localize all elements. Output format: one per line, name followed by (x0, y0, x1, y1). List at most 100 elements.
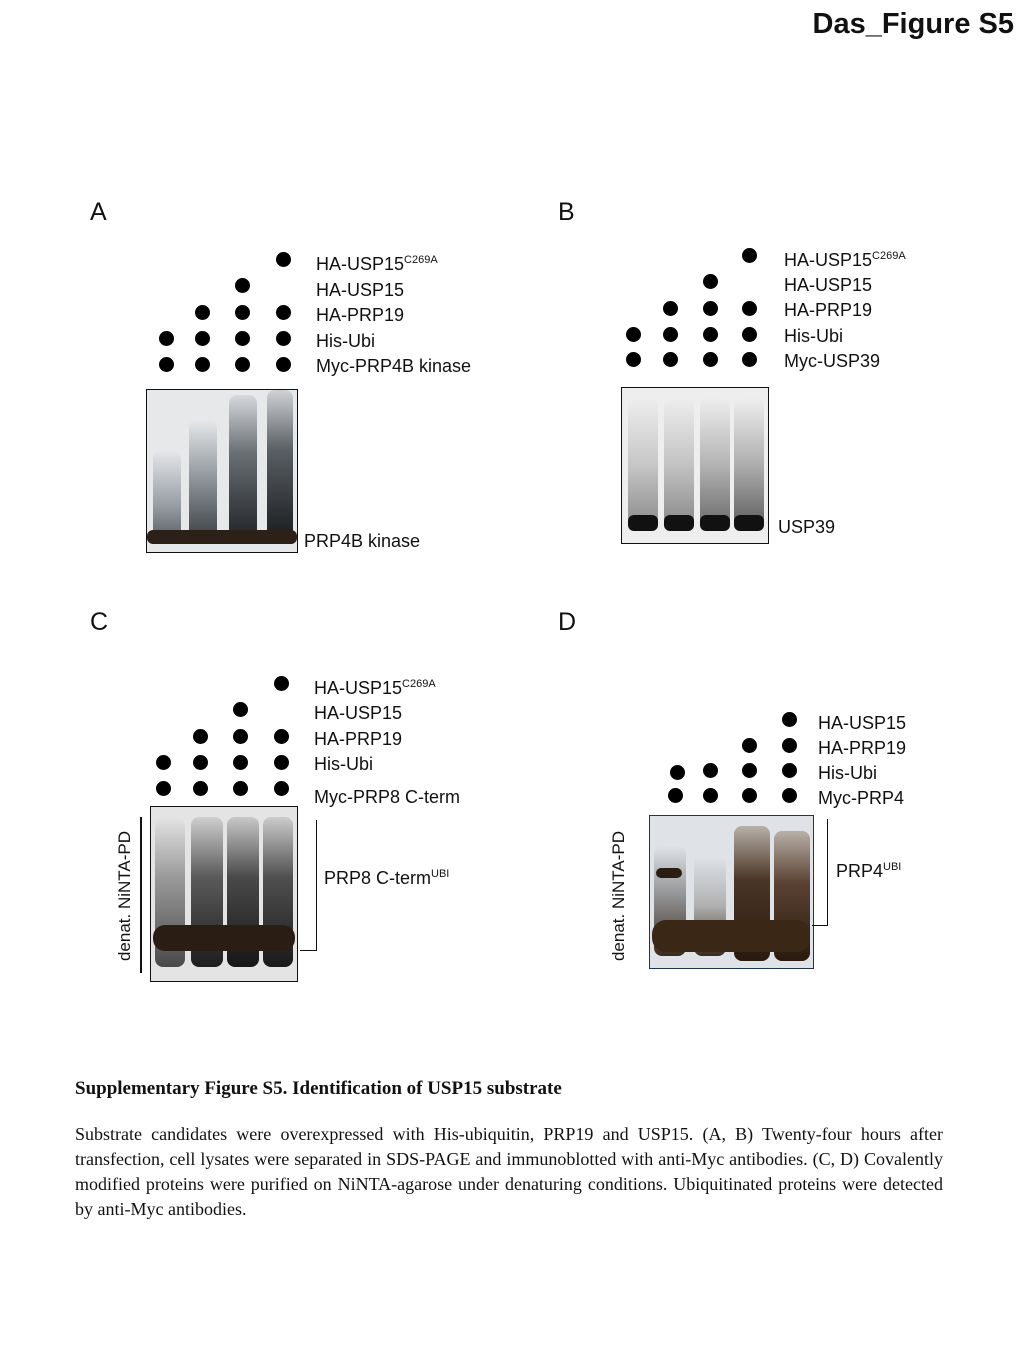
band-label: PRP4UBI (836, 861, 902, 881)
side-label: denat. NiNTA-PD (115, 830, 134, 962)
side-bracket-line (140, 817, 142, 973)
row-label: HA-PRP19 (314, 729, 403, 749)
dot (668, 788, 683, 803)
dot (782, 738, 797, 753)
row-label: His-Ubi (314, 754, 374, 774)
figure-title: Das_Figure S5 (812, 8, 1014, 40)
dot (703, 327, 718, 342)
row-label: His-Ubi (784, 326, 844, 346)
dot (233, 755, 248, 770)
panel-a-label: A (90, 198, 107, 226)
dot (742, 763, 757, 778)
western-blot-image (649, 815, 814, 969)
band-label: PRP8 C-termUBI (324, 868, 450, 888)
dot (742, 352, 757, 367)
row-label: HA-USP15 (784, 275, 873, 295)
blot-band (656, 868, 682, 878)
caption-title: Supplementary Figure S5. Identification … (75, 1078, 562, 1099)
band-bracket (300, 820, 317, 951)
row-label: His-Ubi (818, 763, 878, 783)
lane-smear (734, 398, 764, 528)
western-blot-image (146, 389, 298, 553)
band-bracket (812, 819, 828, 926)
dot (276, 357, 291, 372)
dot (703, 352, 718, 367)
panel-b-label: B (558, 198, 575, 226)
dot (195, 357, 210, 372)
dot (193, 755, 208, 770)
row-label: HA-USP15 (818, 713, 907, 733)
row-label: HA-USP15C269A (784, 250, 906, 270)
row-label: HA-USP15C269A (314, 678, 436, 698)
blot-band (734, 515, 764, 531)
dot (276, 331, 291, 346)
dot (703, 763, 718, 778)
row-label: HA-USP15 (316, 280, 405, 300)
dot (274, 729, 289, 744)
dot (274, 676, 289, 691)
side-label: denat. NiNTA-PD (609, 830, 628, 962)
dot (276, 305, 291, 320)
row-label: His-Ubi (316, 331, 376, 351)
blot-band (652, 920, 810, 952)
band-label: PRP4B kinase (304, 531, 421, 551)
dot (742, 248, 757, 263)
lane-smear (153, 450, 181, 540)
lane-smear (267, 390, 293, 540)
dot (670, 765, 685, 780)
blot-band (664, 515, 694, 531)
blot-band (628, 515, 658, 531)
lane-smear (700, 398, 730, 528)
dot (663, 301, 678, 316)
dot (235, 357, 250, 372)
blot-band (147, 530, 297, 544)
dot (195, 331, 210, 346)
dot (193, 781, 208, 796)
dot (235, 278, 250, 293)
dot (663, 327, 678, 342)
dot (742, 327, 757, 342)
dot (156, 755, 171, 770)
row-label: HA-PRP19 (784, 300, 873, 320)
dot (235, 331, 250, 346)
dot (233, 702, 248, 717)
row-label: Myc-USP39 (784, 351, 881, 371)
row-label: HA-USP15 (314, 703, 403, 723)
lane-smear (628, 398, 658, 528)
lane-smear (229, 395, 257, 540)
dot (782, 712, 797, 727)
dot (742, 738, 757, 753)
row-label: Myc-PRP8 C-term (314, 787, 461, 807)
dot (274, 755, 289, 770)
dot (703, 301, 718, 316)
row-label: HA-PRP19 (818, 738, 907, 758)
dot (156, 781, 171, 796)
western-blot-image (150, 806, 298, 982)
band-label: USP39 (778, 517, 836, 537)
dot (703, 274, 718, 289)
blot-band (153, 925, 295, 951)
dot (782, 763, 797, 778)
dot (233, 729, 248, 744)
dot (235, 305, 250, 320)
dot (233, 781, 248, 796)
dot (663, 352, 678, 367)
dot (626, 327, 641, 342)
dot (276, 252, 291, 267)
western-blot-image (621, 387, 769, 544)
dot (626, 352, 641, 367)
dot (159, 331, 174, 346)
dot (782, 788, 797, 803)
dot (274, 781, 289, 796)
row-label: HA-USP15C269A (316, 254, 438, 274)
dot (193, 729, 208, 744)
lane-smear (664, 398, 694, 528)
panel-d-label: D (558, 608, 577, 636)
row-label: Myc-PRP4 (818, 788, 905, 808)
dot (742, 788, 757, 803)
dot (742, 301, 757, 316)
caption-text: Substrate candidates were overexpressed … (75, 1124, 943, 1219)
row-label: Myc-PRP4B kinase (316, 356, 472, 376)
panel-c-label: C (90, 608, 109, 636)
dot (159, 357, 174, 372)
